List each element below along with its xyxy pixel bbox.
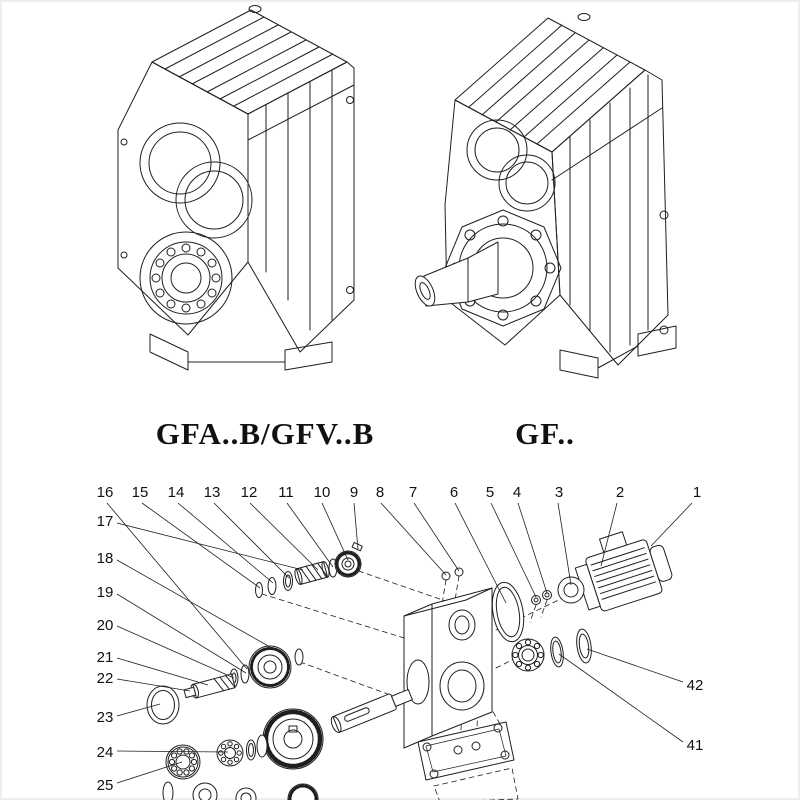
part-number-10: 10	[314, 484, 331, 501]
leader-line-part-1	[650, 502, 693, 547]
part-number-16: 16	[97, 484, 114, 501]
part-number-6: 6	[450, 484, 458, 501]
part-number-15: 15	[132, 484, 149, 501]
bottom-clipped-parts	[162, 781, 319, 800]
coupling-part	[557, 576, 585, 604]
intermediate-gear-cluster	[146, 645, 304, 725]
part-number-12: 12	[241, 484, 258, 501]
retaining-ring-41	[550, 636, 564, 668]
leader-line-part-42	[586, 648, 684, 683]
leader-line-part-21	[116, 657, 209, 686]
gf-gearbox-drawing	[414, 13, 677, 379]
leader-line-part-22	[116, 678, 191, 692]
leader-line-part-18	[116, 559, 271, 648]
ball-bearing-part	[511, 638, 545, 672]
bearing-detail	[139, 231, 233, 325]
cover-plate-part	[417, 721, 519, 800]
gasket-part	[491, 581, 525, 643]
leader-line-part-24	[116, 750, 229, 753]
leader-line-part-13	[213, 502, 290, 579]
part-number-1: 1	[693, 484, 701, 501]
housing-bolt-icon	[441, 571, 451, 581]
leader-line-part-10	[321, 502, 349, 561]
output-gear-cluster	[165, 688, 413, 780]
leader-line-part-20	[116, 625, 235, 679]
part-number-21: 21	[97, 649, 114, 666]
part-number-20: 20	[97, 617, 114, 634]
input-pinion-cluster	[255, 541, 363, 598]
part-number-24: 24	[97, 744, 114, 761]
part-number-18: 18	[97, 550, 114, 567]
leader-line-part-17	[116, 522, 304, 571]
part-number-42: 42	[687, 677, 704, 694]
exploded-view	[146, 531, 673, 800]
bolt-icon	[542, 590, 552, 600]
part-number-14: 14	[168, 484, 185, 501]
output-shaft-part	[330, 688, 413, 734]
part-number-3: 3	[555, 484, 563, 501]
leader-line-part-6	[454, 502, 507, 604]
leader-line-part-9	[353, 502, 359, 550]
part-number-7: 7	[409, 484, 417, 501]
oil-seal-part	[146, 685, 180, 725]
part-number-25: 25	[97, 777, 114, 794]
bolt-icon	[531, 595, 541, 605]
model-label-gf: GF..	[515, 416, 575, 451]
leader-line-part-3	[557, 502, 572, 586]
part-number-2: 2	[616, 484, 624, 501]
part-number-13: 13	[204, 484, 221, 501]
leader-line-part-19	[116, 593, 247, 674]
leader-line-part-4	[517, 502, 548, 594]
part-number-8: 8	[376, 484, 384, 501]
part-number-11: 11	[278, 484, 294, 501]
leader-line-part-23	[116, 703, 161, 717]
gfa-gfv-gearbox-drawing	[117, 5, 355, 371]
leader-line-part-8	[380, 502, 447, 576]
part-number-22: 22	[97, 670, 114, 687]
leader-line-part-11	[286, 502, 334, 568]
model-label-gfa-gfv: GFA..B/GFV..B	[155, 416, 375, 451]
leader-line-part-12	[249, 502, 319, 571]
motor-part	[565, 531, 673, 612]
leader-line-part-15	[141, 502, 261, 589]
leader-line-part-7	[413, 502, 460, 572]
part-number-19: 19	[97, 584, 114, 601]
oil-plug-icon	[577, 13, 591, 21]
leader-line-part-2	[600, 502, 618, 567]
part-number-17: 17	[97, 513, 114, 530]
leader-line-part-25	[116, 761, 183, 784]
retaining-ring-42	[576, 628, 592, 664]
leader-line-part-5	[490, 502, 537, 598]
housing-bolt-icon	[454, 567, 464, 577]
oil-plug-icon	[248, 5, 262, 13]
key-part	[351, 541, 363, 552]
leader-line-part-16	[106, 502, 248, 670]
housing-part	[403, 567, 493, 749]
leader-line-part-41	[558, 653, 684, 743]
output-shaft	[414, 241, 499, 307]
part-number-9: 9	[350, 484, 358, 501]
leader-line-part-14	[177, 502, 274, 584]
part-number-41: 41	[687, 737, 704, 754]
part-number-4: 4	[513, 484, 521, 501]
part-number-23: 23	[97, 709, 114, 726]
part-number-5: 5	[486, 484, 494, 501]
